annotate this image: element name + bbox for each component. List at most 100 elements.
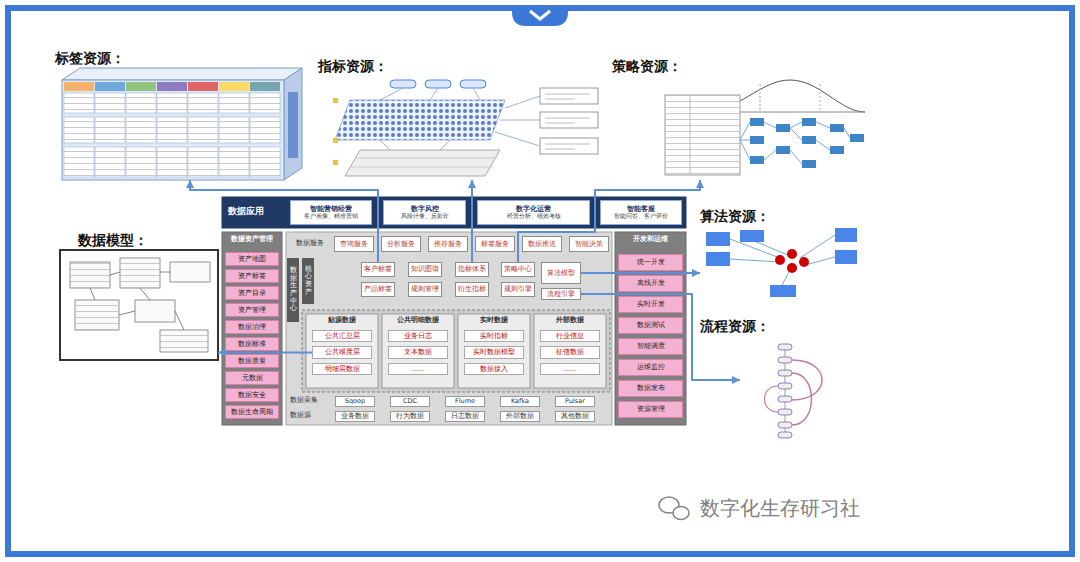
container-fill xyxy=(306,314,378,388)
service-box: 智能决策 xyxy=(569,236,609,252)
box-text: 核心资产 xyxy=(305,266,312,297)
box-text: 离线开发 xyxy=(637,279,665,287)
menu-item: 资产目录 xyxy=(225,286,279,300)
box-text: 业务日志 xyxy=(404,332,432,340)
menu-item: 智能调度 xyxy=(618,338,683,355)
platform-background xyxy=(286,232,612,425)
wechat-icon xyxy=(659,497,689,520)
box-text: 衍生指标 xyxy=(458,285,486,293)
box-text: 外部数据 xyxy=(506,413,534,420)
box-text: 指标体系 xyxy=(458,265,486,273)
box-text: 行业信息 xyxy=(556,332,584,340)
box-text: 明细层数据 xyxy=(325,365,360,373)
box-text: 实时开发 xyxy=(637,300,665,308)
data-box: 数据接入 xyxy=(464,363,524,375)
asset-box: 策略中心 xyxy=(501,262,535,277)
row-label: 数据采集 xyxy=(290,397,318,404)
box-text: 客户画像、精准营销 xyxy=(304,213,358,220)
data-box: 实时指标 xyxy=(464,330,524,342)
menu-item: 数据标准 xyxy=(225,337,279,351)
source-box: Flume xyxy=(445,396,485,407)
source-box: 外部数据 xyxy=(500,411,540,422)
box-text: 行为数据 xyxy=(396,413,424,420)
arrow-connector xyxy=(581,294,740,380)
box-text: 贴源数据 xyxy=(328,316,356,324)
container-fill xyxy=(222,197,686,228)
data-group: 公共明细数据业务日志文本数据…… xyxy=(382,314,454,388)
service-box: 分析服务 xyxy=(381,236,421,252)
box-text: 分析服务 xyxy=(387,240,415,248)
box-text: 知识图谱 xyxy=(411,265,439,273)
vertical-strip: 核心资产 xyxy=(302,258,314,304)
panel-heading: 标签资源： xyxy=(55,50,125,66)
box-text: 统一开发 xyxy=(637,258,665,266)
data-model-sketch xyxy=(60,250,218,360)
data-box: …… xyxy=(540,363,600,375)
source-box: Kafka xyxy=(500,396,540,407)
box-text: 数据生产中心 xyxy=(290,267,297,313)
indicator-network xyxy=(333,80,598,176)
menu-item: 元数据 xyxy=(225,371,279,385)
box-text: 日志数据 xyxy=(451,413,479,420)
source-box: CDC xyxy=(390,396,430,407)
box-text: 开发和运维 xyxy=(633,235,668,243)
box-text: 数据安全 xyxy=(238,391,266,399)
box-text: 数据测试 xyxy=(637,321,665,329)
row-label: 数据源 xyxy=(290,412,311,419)
arrow-connector xyxy=(471,180,473,262)
asset-box: 衍生指标 xyxy=(455,282,489,297)
data-box: 征信数据 xyxy=(540,346,600,359)
box-text: 标签服务 xyxy=(481,240,509,248)
panel-heading: 指标资源： xyxy=(318,58,388,74)
box-text: Flume xyxy=(455,398,475,405)
data-group: 外部数据行业信息征信数据…… xyxy=(534,314,606,388)
container-fill xyxy=(534,314,606,388)
application-box: 数字化运营经营分析、绩效考核 xyxy=(477,200,590,225)
data-box: …… xyxy=(388,363,448,375)
data-box: 明细层数据 xyxy=(312,363,372,375)
box-text: 数据应用 xyxy=(228,206,264,216)
box-text: 资产管理 xyxy=(238,306,266,314)
box-text: 推荐服务 xyxy=(434,240,462,248)
resource-panel: 策略资源： xyxy=(655,78,870,180)
box-text: 数据生命周期 xyxy=(231,408,273,416)
source-box: Sqoop xyxy=(335,396,375,407)
side-column: 数据资产管理资产地图资产标签资产目录资产管理数据治理数据标准数据质量元数据数据安… xyxy=(222,232,282,425)
menu-item: 运维监控 xyxy=(618,359,683,376)
menu-item: 数据质量 xyxy=(225,354,279,368)
box-text: 数据标准 xyxy=(238,340,266,348)
panel-heading: 算法资源： xyxy=(700,208,770,224)
box-text: 查询服务 xyxy=(340,240,368,248)
asset-box: 规则管理 xyxy=(408,282,442,297)
data-group: 实时数据实时指标实时数据模型数据接入 xyxy=(458,314,530,388)
menu-item: 资源管理 xyxy=(618,401,683,418)
box-text: Kafka xyxy=(511,398,529,405)
service-box: 标签服务 xyxy=(475,236,515,252)
menu-item: 资产标签 xyxy=(225,269,279,283)
box-text: 策略中心 xyxy=(504,265,532,273)
data-box: 实时数据模型 xyxy=(464,346,524,359)
box-text: 资产标签 xyxy=(238,272,266,280)
box-text: 风险计量、反欺诈 xyxy=(401,213,449,220)
menu-item: 统一开发 xyxy=(618,254,683,271)
container-fill xyxy=(615,232,686,425)
box-text: 规则管理 xyxy=(411,285,439,293)
source-box: 行为数据 xyxy=(390,411,430,422)
panel-heading: 策略资源： xyxy=(612,58,682,74)
box-text: 流程引擎 xyxy=(547,290,575,298)
panel-heading: 流程资源： xyxy=(700,318,770,334)
box-text: 数据治理 xyxy=(238,323,266,331)
box-text: 公共汇总层 xyxy=(325,332,360,340)
data-box: 公共汇总层 xyxy=(312,330,372,342)
box-text: 业务数据 xyxy=(341,413,369,420)
resource-panel: 算法资源： xyxy=(700,226,865,305)
resource-panel: 指标资源： xyxy=(330,78,605,180)
box-text: 经营分析、绩效考核 xyxy=(507,213,561,220)
data-group: 贴源数据公共汇总层公共维度层明细层数据 xyxy=(306,314,378,388)
box-text: 算法模型 xyxy=(547,269,575,277)
application-box: 智能客服智能问答、客户评价 xyxy=(600,200,682,225)
label-cube xyxy=(62,68,302,180)
menu-item: 数据发布 xyxy=(618,380,683,397)
